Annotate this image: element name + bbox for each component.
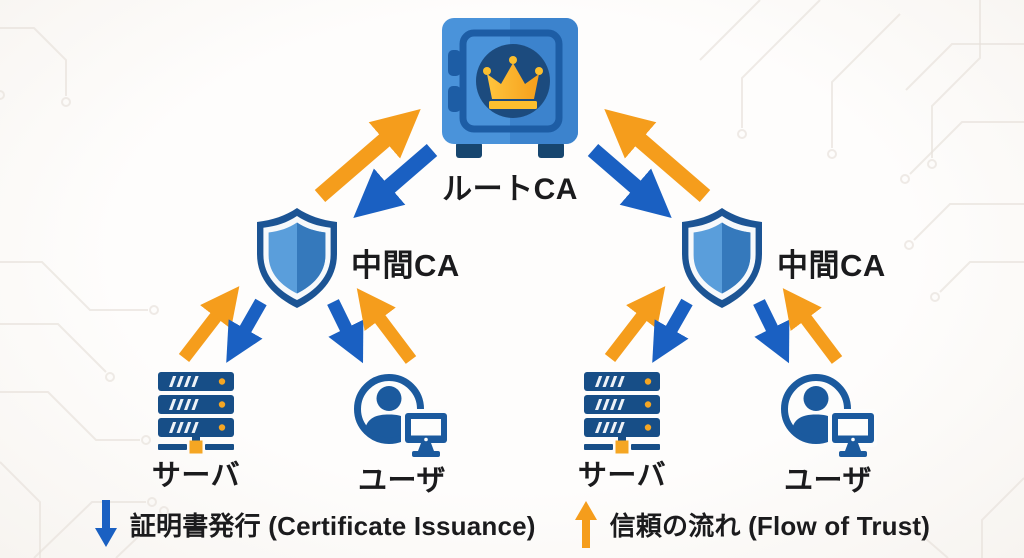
- issuance-arrow: [652, 298, 693, 363]
- legend-trust-label: 信頼の流れ (Flow of Trust): [609, 510, 931, 541]
- node-label-server-right: サーバ: [577, 460, 667, 492]
- trust-arrow: [314, 109, 421, 203]
- legend: 証明書発行 (Certificate Issuance) 信頼の流れ (Flow…: [0, 497, 1024, 551]
- user-monitor-icon: [779, 372, 877, 460]
- node-label-user-left: ユーザ: [358, 465, 446, 497]
- issuance-arrow: [226, 298, 267, 363]
- shield-icon: [255, 206, 339, 310]
- trust-arrow: [604, 109, 711, 203]
- trust-arrow: [178, 286, 240, 362]
- server-rack-icon: [583, 372, 661, 454]
- node-intermediate-ca-right: [680, 206, 764, 310]
- legend-issuance-label: 証明書発行 (Certificate Issuance): [129, 510, 536, 541]
- user-monitor-icon: [352, 372, 450, 460]
- node-label-intermediate-ca-left: 中間CA: [351, 248, 460, 283]
- down-arrow-icon: [94, 500, 117, 547]
- up-arrow-icon: [574, 501, 597, 548]
- node-label-server-left: サーバ: [151, 460, 241, 492]
- trust-arrow: [356, 288, 417, 364]
- trust-arrow: [782, 288, 843, 364]
- node-label-user-right: ユーザ: [784, 465, 872, 497]
- server-rack-icon: [157, 372, 235, 454]
- node-intermediate-ca-left: [255, 206, 339, 310]
- vault-crown-icon: [440, 16, 580, 162]
- node-label-root-ca: ルートCA: [442, 173, 578, 206]
- shield-icon: [680, 206, 764, 310]
- node-user-right: [779, 372, 877, 460]
- node-server-left: [157, 372, 235, 454]
- issuance-arrow: [327, 299, 364, 364]
- trust-arrow: [604, 286, 666, 362]
- node-root-ca: [440, 16, 580, 162]
- issuance-arrow: [753, 299, 790, 364]
- issuance-arrow: [353, 143, 438, 218]
- node-label-intermediate-ca-right: 中間CA: [777, 248, 886, 283]
- node-user-left: [352, 372, 450, 460]
- node-server-right: [583, 372, 661, 454]
- issuance-arrow: [587, 143, 672, 218]
